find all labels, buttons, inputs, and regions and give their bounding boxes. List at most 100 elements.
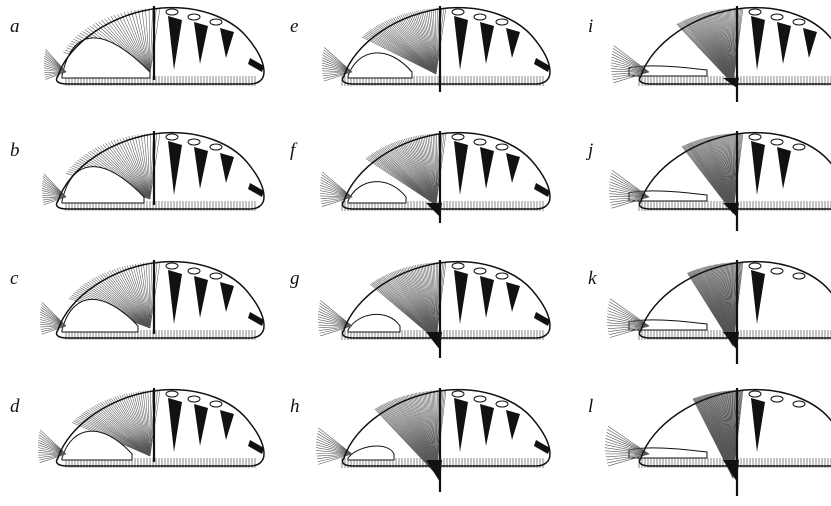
top-ring bbox=[496, 401, 508, 407]
panel-i bbox=[611, 6, 831, 102]
organ-wedge bbox=[168, 16, 182, 70]
organ-wedge bbox=[220, 153, 234, 183]
panel-letter-a: a bbox=[10, 16, 20, 37]
panel-j bbox=[609, 131, 831, 231]
left-cavity bbox=[348, 314, 400, 332]
right-wedges bbox=[168, 16, 234, 70]
apex-wedge bbox=[723, 460, 739, 482]
top-ring bbox=[793, 273, 805, 279]
organ-wedge bbox=[803, 28, 817, 58]
apex-wedge bbox=[426, 203, 442, 217]
top-ring bbox=[749, 263, 761, 269]
organ-wedge bbox=[454, 141, 468, 195]
left-cavity bbox=[62, 431, 132, 460]
right-wedges bbox=[168, 270, 234, 324]
top-ring bbox=[474, 268, 486, 274]
top-ring bbox=[771, 268, 783, 274]
top-ring bbox=[188, 139, 200, 145]
top-ring bbox=[188, 396, 200, 402]
panel-letter-h: h bbox=[290, 396, 300, 417]
top-ring bbox=[496, 144, 508, 150]
organ-wedge bbox=[454, 270, 468, 324]
tail-fan bbox=[607, 299, 649, 338]
top-ring bbox=[188, 268, 200, 274]
panel-letter-e: e bbox=[290, 16, 298, 37]
panel-d bbox=[38, 388, 264, 468]
right-wedges bbox=[454, 398, 520, 452]
top-ring bbox=[210, 19, 222, 25]
organ-wedge bbox=[194, 147, 208, 189]
organ-wedge bbox=[751, 398, 765, 452]
organ-wedge bbox=[506, 153, 520, 183]
organ-wedge bbox=[454, 398, 468, 452]
apex-wedge bbox=[426, 460, 442, 482]
top-ring bbox=[166, 391, 178, 397]
apex-wedge bbox=[723, 332, 739, 350]
tail-fan bbox=[609, 170, 649, 208]
organ-wedge bbox=[220, 410, 234, 440]
tail-fan bbox=[611, 46, 649, 83]
top-ring bbox=[166, 9, 178, 15]
tail-ray bbox=[323, 55, 352, 72]
top-ring bbox=[166, 263, 178, 269]
top-ring bbox=[452, 9, 464, 15]
organ-wedge bbox=[751, 16, 765, 70]
right-wedges bbox=[751, 16, 817, 70]
right-wedges bbox=[454, 141, 520, 195]
tail-ray bbox=[42, 302, 66, 326]
top-ring bbox=[210, 144, 222, 150]
tail-ray bbox=[324, 47, 352, 72]
right-wedges bbox=[751, 398, 765, 452]
top-ring bbox=[210, 273, 222, 279]
panel-b bbox=[42, 131, 264, 211]
panel-h bbox=[316, 388, 550, 492]
tail-ray bbox=[40, 430, 66, 454]
organ-wedge bbox=[480, 147, 494, 189]
organ-wedge bbox=[751, 270, 765, 324]
top-ring bbox=[793, 401, 805, 407]
right-wedges bbox=[168, 141, 234, 195]
top-ring bbox=[452, 134, 464, 140]
panel-letter-d: d bbox=[10, 396, 20, 417]
organ-wedge bbox=[194, 22, 208, 64]
panel-g bbox=[318, 260, 550, 358]
panel-letter-k: k bbox=[588, 268, 597, 289]
top-ring bbox=[771, 14, 783, 20]
tail-ray bbox=[607, 429, 649, 454]
organ-wedge bbox=[194, 404, 208, 446]
top-ring bbox=[793, 19, 805, 25]
organ-wedge bbox=[220, 282, 234, 312]
panel-c bbox=[40, 260, 264, 340]
panel-letter-f: f bbox=[290, 140, 298, 161]
panel-e bbox=[322, 6, 550, 92]
top-ring bbox=[496, 273, 508, 279]
organ-wedge bbox=[168, 141, 182, 195]
top-ring bbox=[474, 14, 486, 20]
organ-wedge bbox=[506, 282, 520, 312]
left-cavity bbox=[348, 446, 394, 460]
tail-fan bbox=[316, 428, 352, 464]
organ-wedge bbox=[506, 410, 520, 440]
tail-ray bbox=[320, 183, 352, 197]
organ-wedge bbox=[168, 398, 182, 452]
apex-wedge bbox=[723, 78, 739, 88]
panel-a bbox=[44, 6, 264, 86]
panel-letter-l: l bbox=[588, 396, 593, 417]
organ-wedge bbox=[777, 22, 791, 64]
panel-letter-i: i bbox=[588, 16, 593, 37]
organ-wedge bbox=[480, 22, 494, 64]
top-ring bbox=[166, 134, 178, 140]
organ-wedge bbox=[480, 276, 494, 318]
organ-wedge bbox=[194, 276, 208, 318]
organ-wedge bbox=[220, 28, 234, 58]
top-ring bbox=[188, 14, 200, 20]
right-wedges bbox=[168, 398, 234, 452]
left-cavity bbox=[348, 53, 412, 78]
tail-ray bbox=[39, 437, 66, 454]
organ-wedge bbox=[480, 404, 494, 446]
top-ring bbox=[474, 139, 486, 145]
top-ring bbox=[749, 9, 761, 15]
right-wedges bbox=[454, 270, 520, 324]
panel-f bbox=[320, 131, 550, 223]
